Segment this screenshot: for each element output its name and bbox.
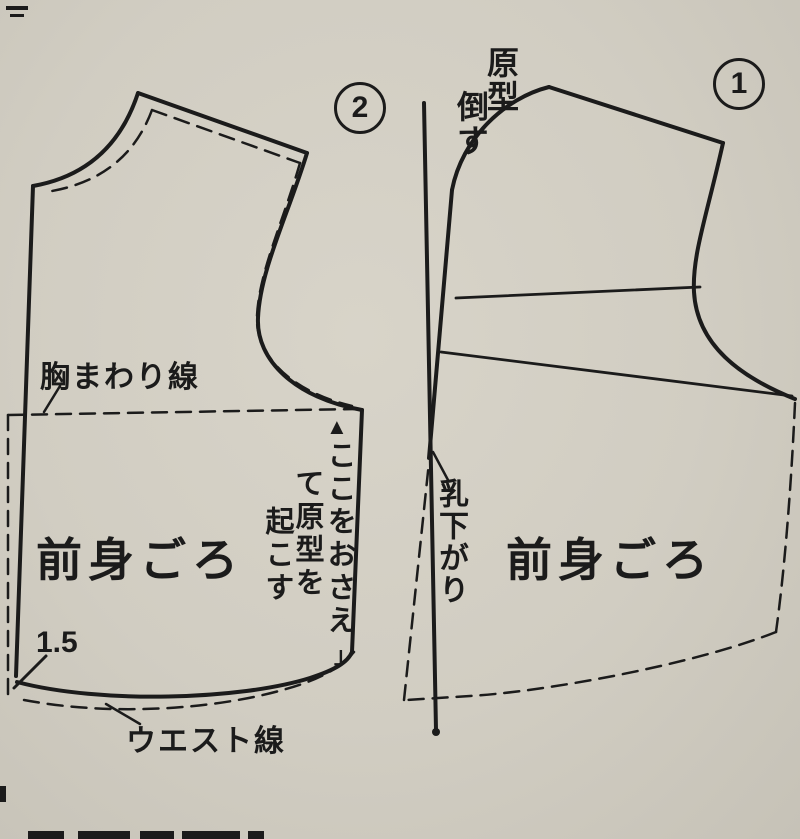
centre-line-end-dot xyxy=(432,728,440,736)
piece-2-badge: 2 xyxy=(334,82,386,134)
press-note-col1: ここをおさえ xyxy=(323,440,355,638)
right-piece-interior-lines xyxy=(439,285,794,398)
right-piece-pointers xyxy=(431,450,450,482)
bust-drop-label: 乳下がり xyxy=(434,478,467,606)
waist-line-label: ウエスト線 xyxy=(126,725,286,758)
left-piece-solid-outline xyxy=(12,91,364,699)
press-note-col3: 起こす xyxy=(261,506,293,605)
right-piece-dashed-lines xyxy=(402,401,797,702)
piece-1-number: 1 xyxy=(730,67,748,100)
left-piece-pointers xyxy=(42,384,142,726)
piece-2-number: 2 xyxy=(351,91,369,124)
tilt-note-col2: 倒す xyxy=(453,90,489,158)
tilt-note-col1: 原型 xyxy=(483,46,519,114)
press-note-col2: て原型を xyxy=(291,468,323,600)
right-piece-solid-outline xyxy=(422,85,797,732)
note-marker-top: ▲ xyxy=(326,414,348,439)
left-piece-dashed-sloper xyxy=(6,108,358,711)
print-artifacts xyxy=(0,6,264,839)
bust-line-label: 胸まわり線 xyxy=(40,361,200,394)
note-marker-bottom: 」 xyxy=(334,643,357,668)
right-piece-name: 前身ごろ xyxy=(506,534,714,586)
piece-1-badge: 1 xyxy=(713,58,765,110)
measurement-1-5: 1.5 xyxy=(36,626,78,659)
left-piece-name: 前身ごろ xyxy=(36,534,244,586)
